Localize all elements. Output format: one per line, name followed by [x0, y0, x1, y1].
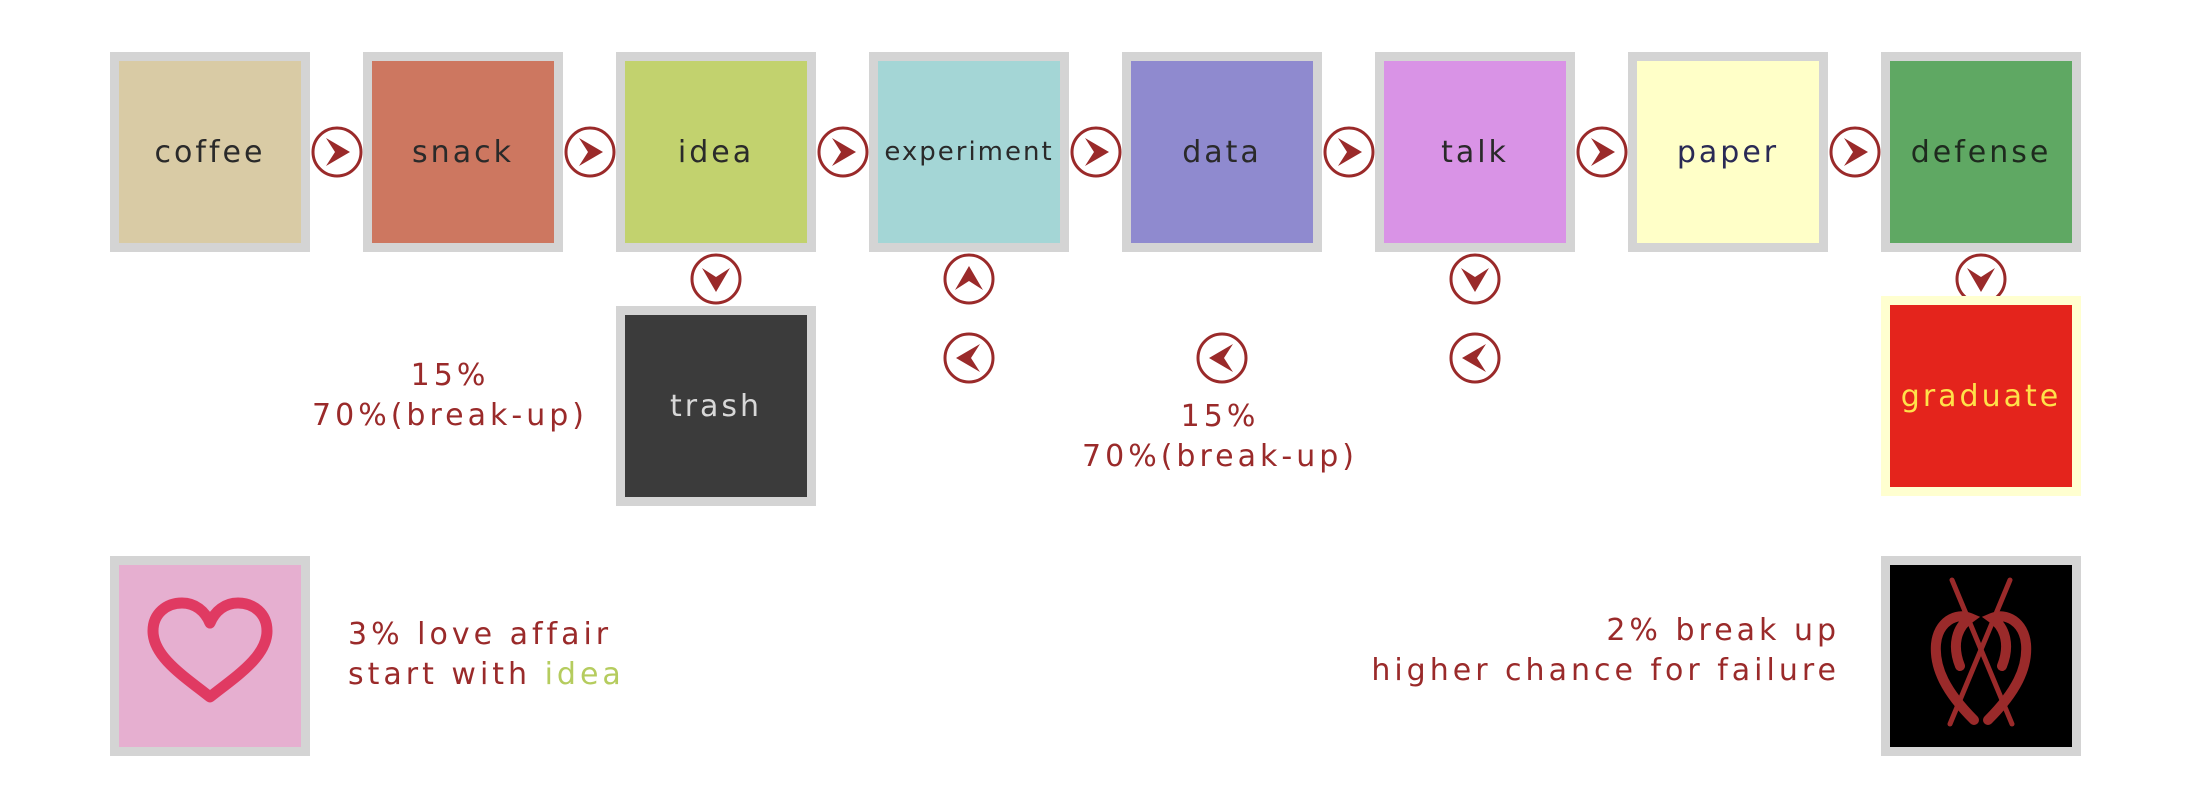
- arrow-right-experiment-data[interactable]: [1069, 125, 1123, 179]
- arrow-left-data[interactable]: [1195, 331, 1249, 385]
- tile-coffee-label: coffee: [154, 134, 266, 170]
- break-up-line2: higher chance for failure: [1371, 653, 1840, 688]
- love-affair-idea-highlight: idea: [544, 657, 625, 692]
- tile-experiment-label: experiment: [884, 137, 1054, 167]
- tile-experiment[interactable]: experiment: [869, 52, 1069, 252]
- data-probability-line1: 15%: [1180, 399, 1260, 434]
- break-up-line1: 2% break up: [1606, 613, 1840, 648]
- love-affair-line2: start with idea: [348, 655, 625, 695]
- tile-defense-label: defense: [1910, 134, 2052, 170]
- broken-heart-icon: [1916, 572, 2046, 740]
- arrow-right-paper-defense[interactable]: [1828, 125, 1882, 179]
- love-affair-note: 3% love affair start with idea: [348, 615, 625, 695]
- arrow-down-talk[interactable]: [1448, 252, 1502, 306]
- tile-graduate-label: graduate: [1900, 378, 2062, 414]
- heart-icon: [145, 597, 275, 715]
- tile-coffee[interactable]: coffee: [110, 52, 310, 252]
- love-affair-line2-prefix: start with: [348, 657, 545, 692]
- tile-love[interactable]: [110, 556, 310, 756]
- arrow-down-idea-trash[interactable]: [689, 252, 743, 306]
- tile-trash-label: trash: [669, 388, 763, 424]
- data-probability-note: 15% 70%(break-up): [1070, 397, 1370, 477]
- arrow-up-experiment[interactable]: [942, 252, 996, 306]
- arrow-left-experiment[interactable]: [942, 331, 996, 385]
- tile-defense[interactable]: defense: [1881, 52, 2081, 252]
- tile-snack[interactable]: snack: [363, 52, 563, 252]
- tile-talk[interactable]: talk: [1375, 52, 1575, 252]
- trash-probability-line1: 15%: [410, 358, 490, 393]
- trash-probability-line2: 70%(break-up): [312, 398, 588, 433]
- break-up-note: 2% break up higher chance for failure: [1240, 611, 1840, 691]
- tile-paper[interactable]: paper: [1628, 52, 1828, 252]
- arrow-left-talk[interactable]: [1448, 331, 1502, 385]
- tile-data[interactable]: data: [1122, 52, 1322, 252]
- tile-idea-label: idea: [677, 134, 755, 170]
- tile-graduate[interactable]: graduate: [1881, 296, 2081, 496]
- tile-trash[interactable]: trash: [616, 306, 816, 506]
- arrow-right-idea-experiment[interactable]: [816, 125, 870, 179]
- love-affair-line1: 3% love affair: [348, 617, 613, 652]
- tile-paper-label: paper: [1676, 134, 1780, 170]
- tile-snack-label: snack: [412, 134, 514, 170]
- arrow-right-coffee-snack[interactable]: [310, 125, 364, 179]
- tile-breakup[interactable]: [1881, 556, 2081, 756]
- data-probability-line2: 70%(break-up): [1082, 439, 1358, 474]
- arrow-right-data-talk[interactable]: [1322, 125, 1376, 179]
- arrow-right-talk-paper[interactable]: [1575, 125, 1629, 179]
- tile-talk-label: talk: [1441, 134, 1509, 170]
- tile-data-label: data: [1182, 134, 1262, 170]
- arrow-right-snack-idea[interactable]: [563, 125, 617, 179]
- trash-probability-note: 15% 70%(break-up): [300, 356, 600, 436]
- tile-idea[interactable]: idea: [616, 52, 816, 252]
